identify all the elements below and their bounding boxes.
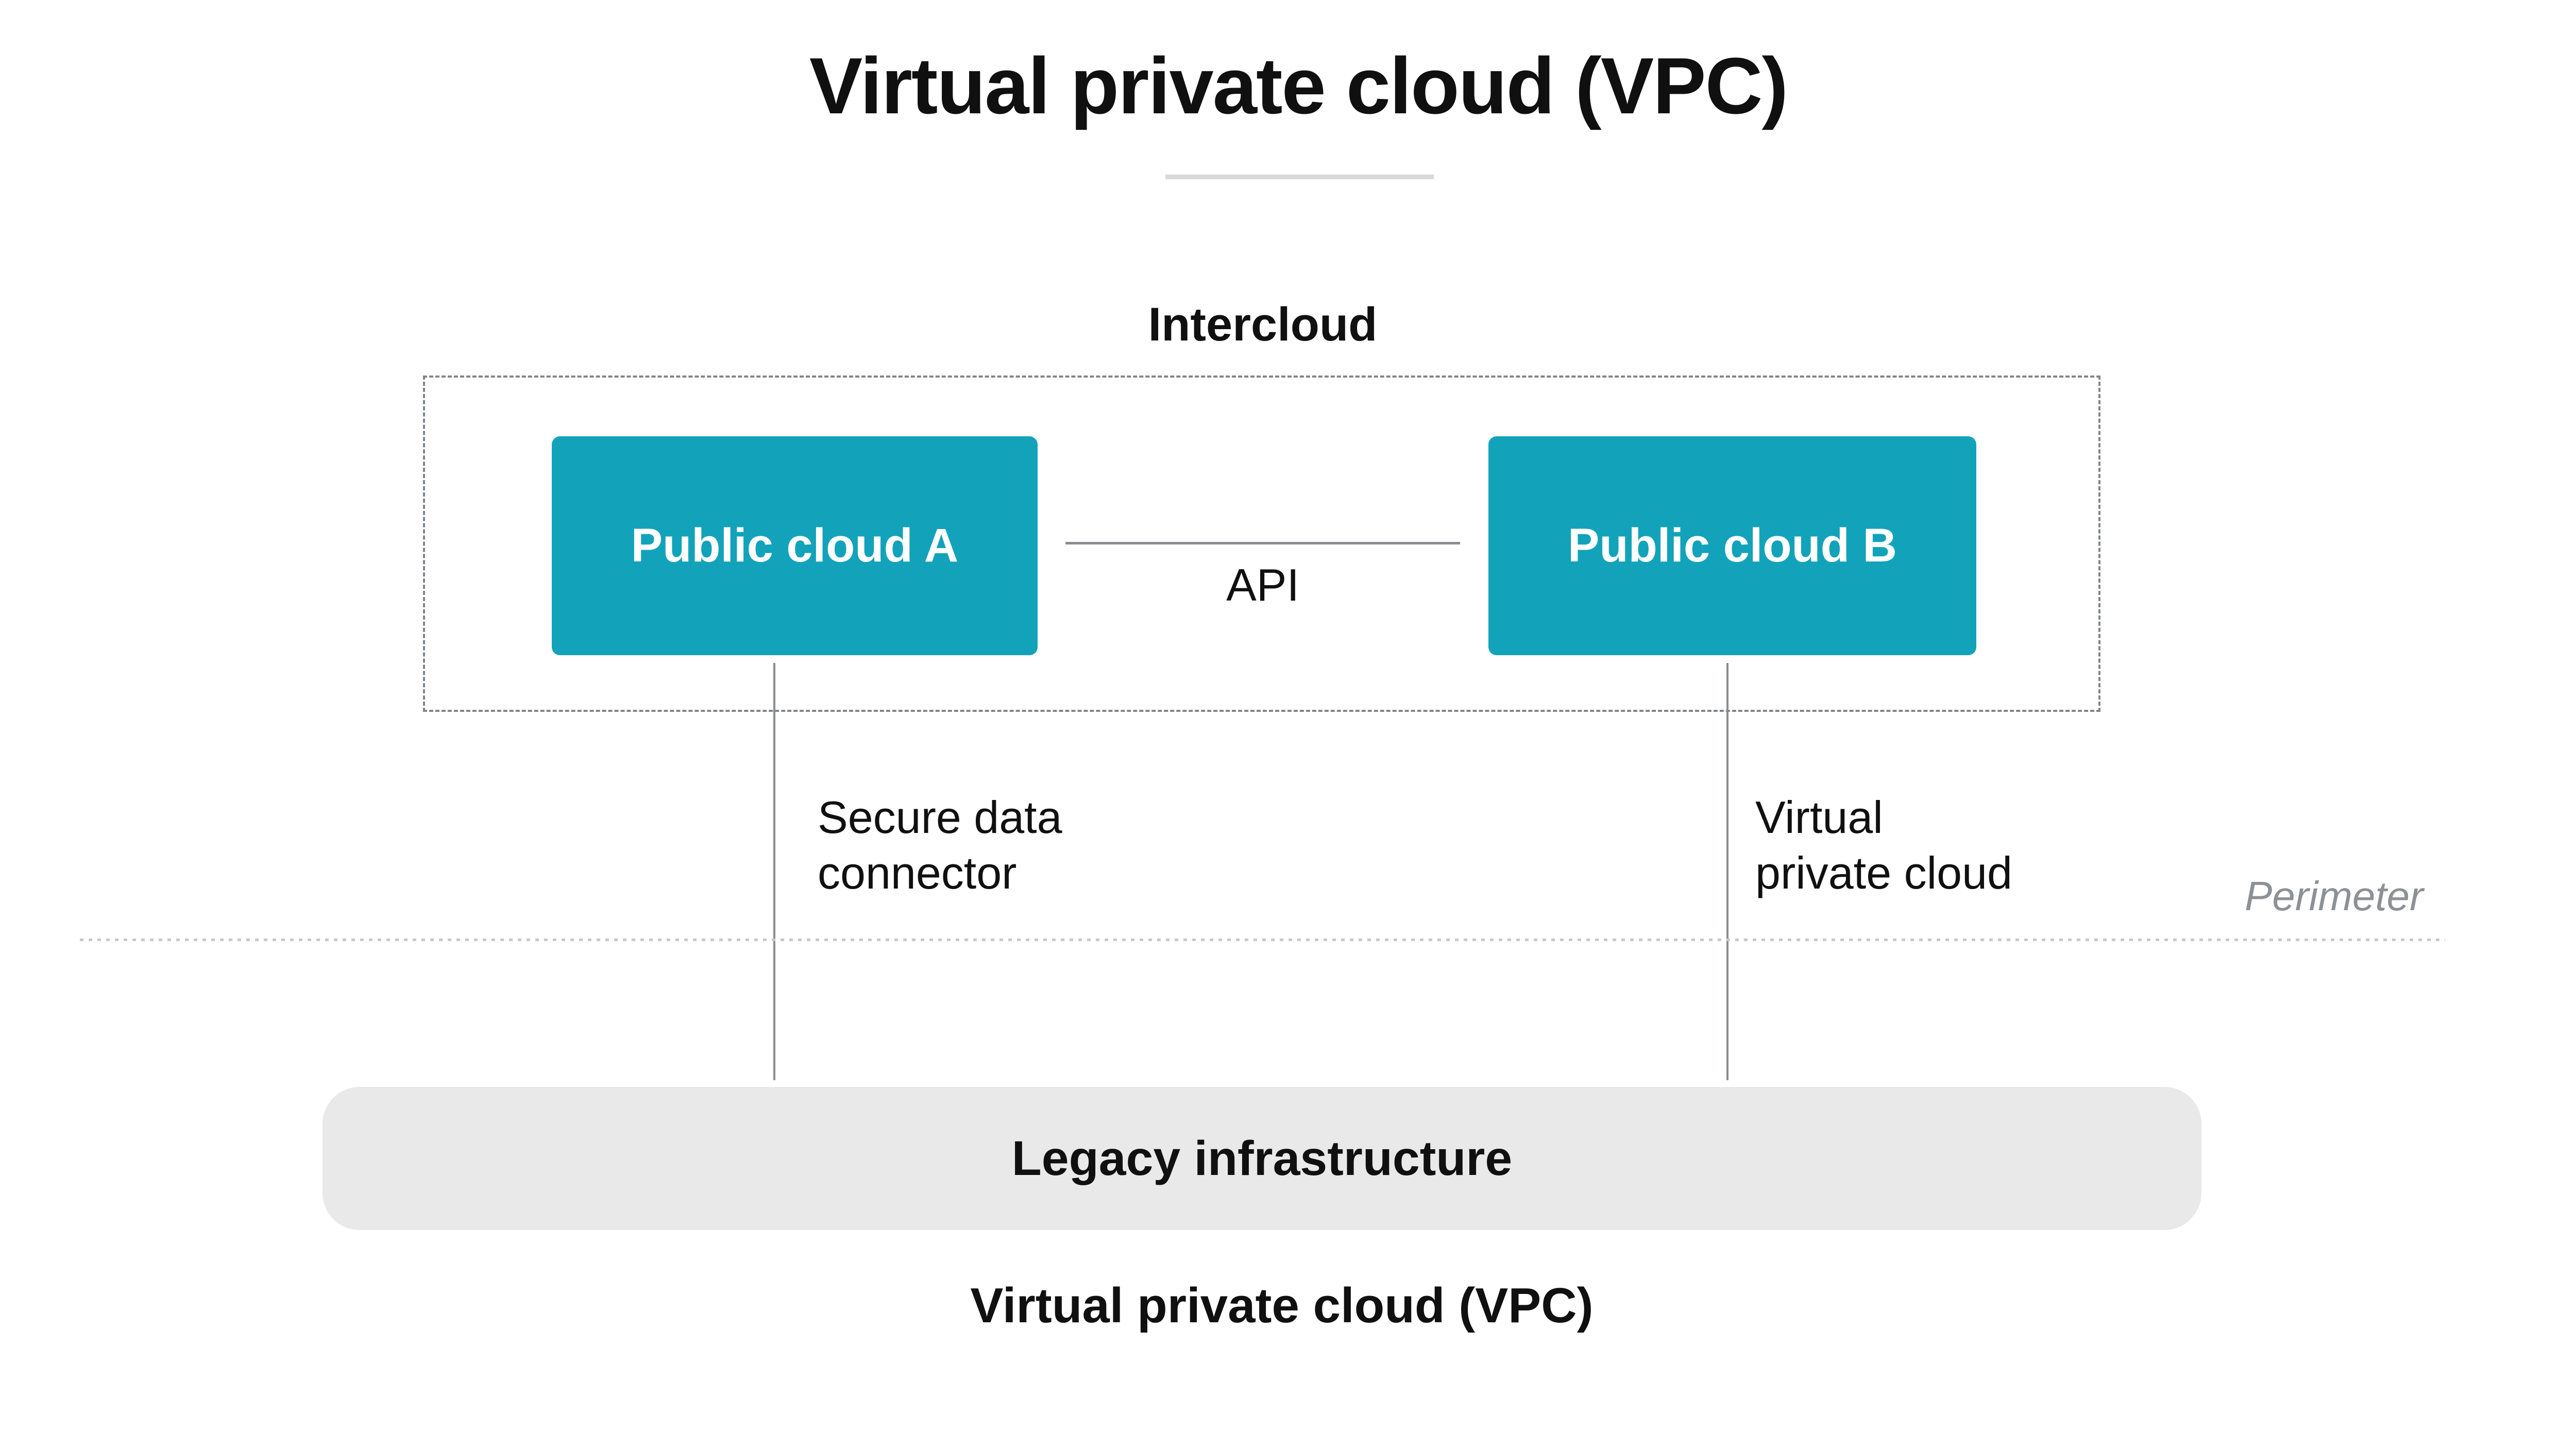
node-public-cloud-a-label: Public cloud A	[631, 519, 959, 572]
virtual-private-cloud-line	[1726, 663, 1728, 1080]
secure-data-connector-label: Secure data connector	[818, 790, 1062, 901]
secure-data-connector-label-line1: Secure data	[818, 792, 1062, 843]
intercloud-boundary	[423, 376, 2100, 712]
title-divider	[1165, 175, 1434, 179]
api-label: API	[1226, 559, 1299, 610]
intercloud-label: Intercloud	[1148, 298, 1378, 351]
legacy-infrastructure-label: Legacy infrastructure	[1011, 1131, 1513, 1186]
perimeter-boundary-line	[80, 939, 2445, 941]
secure-data-connector-line	[773, 663, 775, 1080]
perimeter-label: Perimeter	[2245, 873, 2424, 919]
virtual-private-cloud-label-line1: Virtual	[1755, 792, 1883, 843]
virtual-private-cloud-label: Virtual private cloud	[1755, 790, 2012, 901]
legacy-infrastructure-box: Legacy infrastructure	[323, 1087, 2201, 1230]
api-connector-line	[1065, 542, 1460, 544]
virtual-private-cloud-label-line2: private cloud	[1755, 847, 2012, 898]
node-public-cloud-b: Public cloud B	[1488, 436, 1976, 655]
page-title: Virtual private cloud (VPC)	[809, 41, 1788, 130]
node-public-cloud-a: Public cloud A	[552, 436, 1038, 655]
secure-data-connector-label-line2: connector	[818, 847, 1017, 898]
node-public-cloud-b-label: Public cloud B	[1568, 519, 1897, 572]
footer-title: Virtual private cloud (VPC)	[970, 1278, 1594, 1333]
